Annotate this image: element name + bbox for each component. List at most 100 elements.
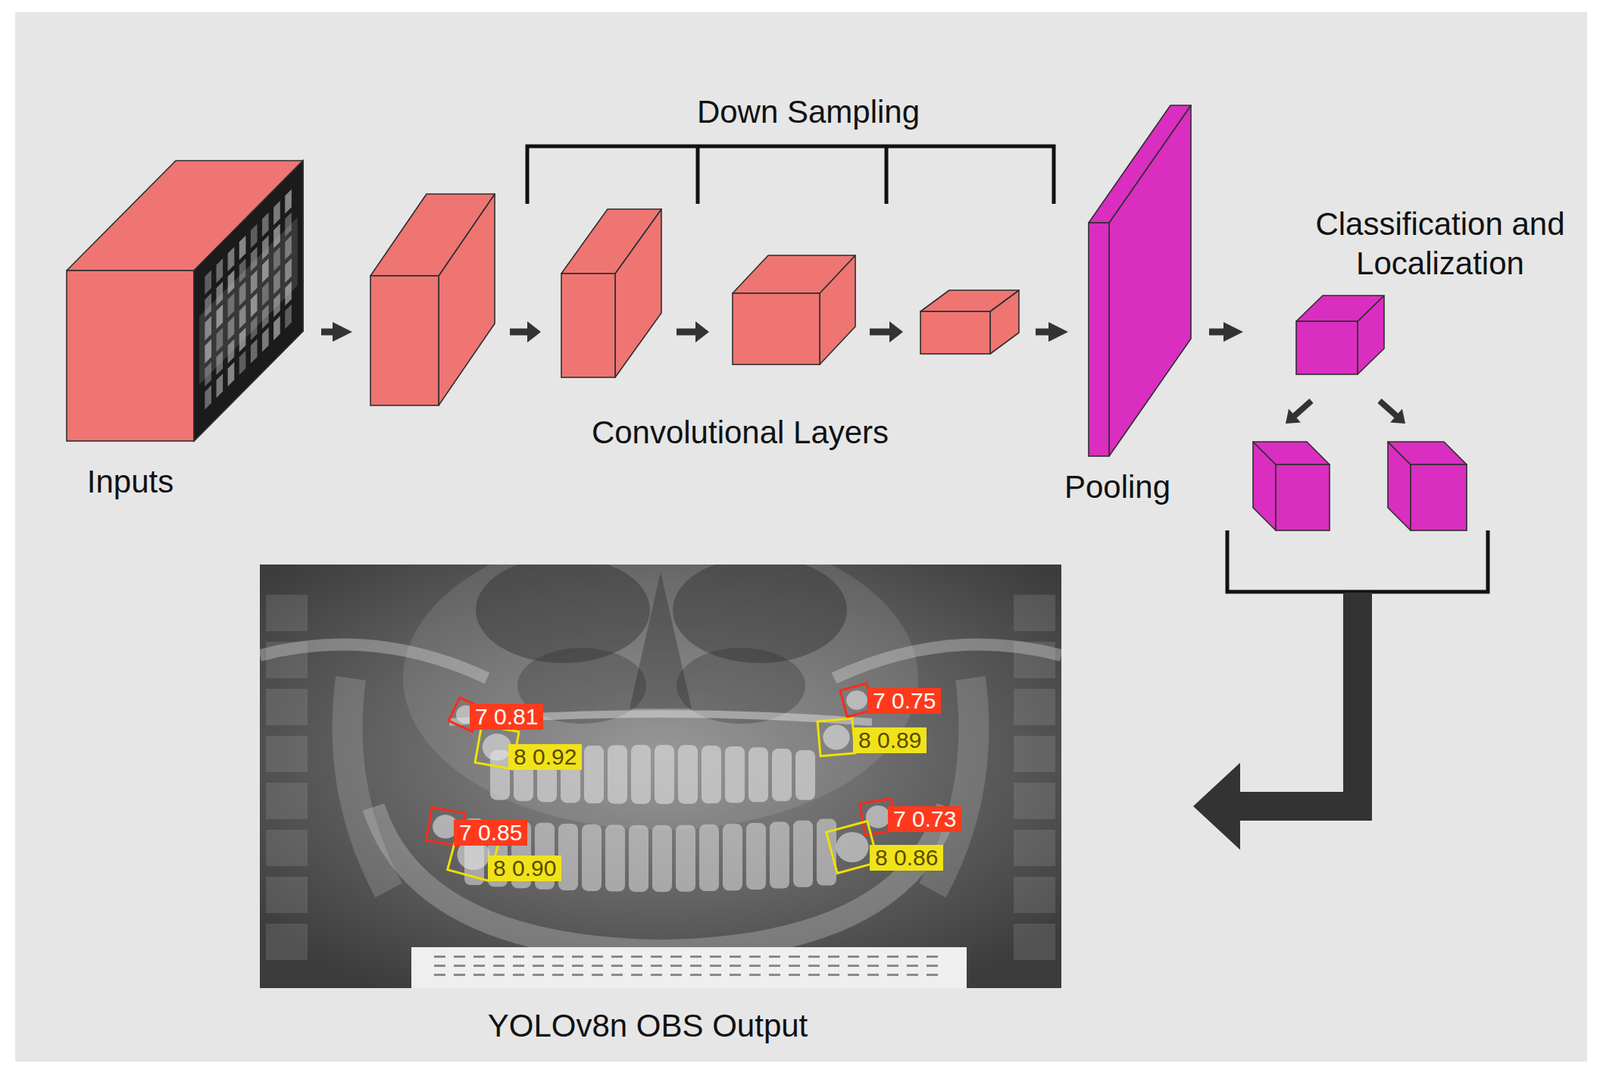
detection-label: 8 0.90 [487,855,562,882]
lower-tooth [581,824,602,891]
pooling-slab [1088,105,1191,457]
xray-tooth [273,223,281,248]
developing-tooth [482,733,512,761]
paper-mark [493,964,505,967]
paper-mark [532,964,544,967]
paper-mark [434,973,446,976]
paper-mark [887,955,899,958]
paper-mark [670,973,682,976]
lower-tooth [652,825,672,892]
xray-tooth [239,304,247,329]
paper-mark [591,964,604,967]
upper-tooth [584,745,604,804]
flow-arrow [1209,328,1235,336]
box-cube [1387,441,1467,531]
node-label: Pooling [1060,467,1175,508]
xray-glow [199,217,298,385]
paper-mark [473,964,485,967]
xray-tooth [262,304,269,329]
upper-tooth [725,746,745,803]
paper-mark [788,955,800,958]
upper-tooth [607,744,628,804]
nasal-cavity [629,571,692,709]
xray-tooth [284,304,292,329]
paper-mark [808,973,820,976]
paper-mark [828,964,840,967]
xray-tooth [204,338,212,363]
layer-arrow [869,321,904,343]
paper-mark [611,973,623,976]
flow-arrow [1217,592,1358,807]
developing-tooth [846,690,868,710]
lower-tooth [675,825,696,892]
xray-tooth [250,246,258,272]
skull [403,564,919,830]
xray-tooth [273,246,281,272]
xray-tooth [239,235,247,260]
paper-mark [847,973,860,976]
paper-mark [473,955,485,958]
xray-tooth [228,293,235,318]
pooling-layer: Pooling [1059,98,1210,510]
xray-tooth [204,269,212,294]
paper-mark [611,955,623,958]
vertebra [1013,594,1056,632]
paper-mark [552,973,564,976]
paper-mark [552,964,564,967]
upper-tooth [678,744,698,804]
input-volume: Inputs [66,151,322,505]
paper-mark [887,973,899,976]
xray-tooth [204,384,212,410]
xray-tooth [250,269,258,294]
paper-mark [749,955,761,958]
paper-mark [631,955,643,958]
split-arrow [1285,398,1314,424]
upper-tooth [631,744,651,804]
paper-mark [788,964,800,967]
vertebra [1013,923,1056,960]
paper-mark [532,955,544,958]
vertebra [265,735,308,772]
xray-image [259,564,1062,988]
cube-top [1387,441,1467,465]
xray-tooth [239,281,247,306]
upper-tooth [748,746,769,802]
xray-tooth [284,234,292,260]
paper-mark [512,973,525,976]
vertebra [1013,829,1056,866]
xray-tooth [216,258,224,283]
lower-tooth [816,818,837,886]
upper-tooth [701,745,722,804]
cube-front [920,311,991,354]
output-bracket [1227,530,1488,592]
paper-mark [650,955,663,958]
paper-mark [650,964,663,967]
node-shape [66,151,322,504]
paper-mark [906,973,919,976]
section-label: Down Sampling [696,92,920,133]
paper-mark [867,973,879,976]
paper-mark [591,955,604,958]
cube-top [370,193,495,276]
paper-mark [434,955,446,958]
cube-front [66,270,194,441]
vertebra [1013,641,1056,679]
xray-tooth [250,338,258,363]
xray-tooth [262,281,269,306]
paper-mark [493,955,505,958]
xray-tooth [273,292,281,317]
xray-tooth [284,212,292,237]
down-sampling-bracket [527,146,1054,204]
input-cube [66,160,304,441]
paper-mark [808,955,820,958]
xray-ground [193,160,304,441]
paper-mark [906,955,919,958]
node-drawing [1253,295,1467,531]
paper-mark [690,964,702,967]
xray-tooth [250,315,258,341]
paper-mark [847,964,860,967]
paper-mark [828,955,840,958]
developing-tooth [822,725,850,750]
vertebra [265,688,308,725]
